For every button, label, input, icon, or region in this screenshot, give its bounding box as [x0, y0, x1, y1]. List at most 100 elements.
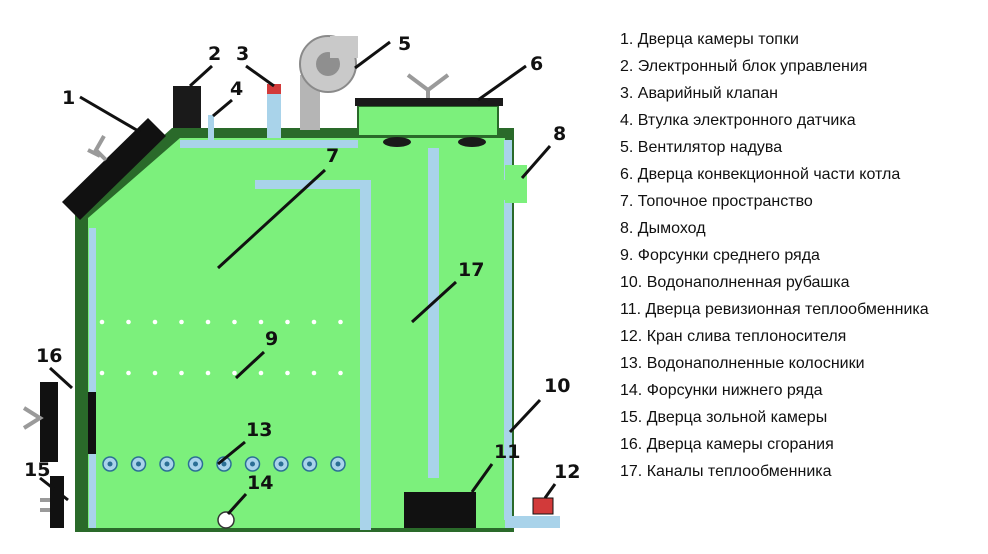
combustion-door-handle-icon [22, 406, 44, 430]
nozzle [99, 319, 105, 325]
nozzle [126, 370, 131, 376]
legend-item: 1. Дверца камеры топки [620, 31, 799, 48]
legend-item: 6. Дверца конвекционной части котла [620, 166, 901, 183]
smoke-port-left [383, 137, 411, 147]
smoke-port-right [458, 137, 486, 147]
combustion-door [40, 382, 58, 462]
grate-core [193, 461, 198, 467]
ash-door [50, 476, 64, 528]
legend-item: 3. Аварийный клапан [620, 85, 778, 102]
nozzle [232, 370, 237, 376]
chimney [505, 165, 527, 203]
callout-10: 10 [544, 375, 570, 397]
legend-item: 8. Дымоход [620, 220, 706, 237]
convection-top-box [357, 105, 499, 137]
callout-7: 7 [326, 145, 339, 167]
nozzle [232, 319, 237, 325]
callout-8: 8 [553, 123, 566, 145]
grate-core [164, 461, 170, 467]
middle-nozzles-row-2 [99, 370, 343, 376]
callout-16: 16 [36, 345, 62, 367]
grate-core [335, 461, 341, 467]
convection-door [355, 98, 503, 106]
legend-item: 7. Топочное пространство [620, 193, 813, 210]
revision-door [404, 492, 476, 528]
leader-line [508, 398, 542, 434]
leader-line [354, 40, 391, 70]
left-heat-exchanger-channel [360, 180, 371, 530]
nozzle [205, 370, 211, 376]
grate-core [107, 461, 113, 467]
leader-line [39, 476, 69, 502]
legend-item: 17. Каналы теплообменника [620, 463, 832, 480]
callout-17: 17 [458, 259, 484, 281]
leader-line [217, 440, 246, 466]
legend-item: 12. Кран слива теплоносителя [620, 328, 847, 345]
nozzle [99, 370, 105, 376]
grate-core [221, 461, 227, 467]
grate-core [307, 461, 312, 467]
sensor-sleeve [208, 115, 214, 143]
ash-door-handle-icon [40, 498, 50, 512]
callout-11: 11 [494, 441, 520, 463]
leader-line [48, 366, 74, 390]
nozzle [285, 319, 290, 325]
safety-valve-cap [267, 84, 281, 94]
right-upper-water-channel [504, 140, 512, 180]
nozzle [285, 370, 290, 376]
control-unit [173, 86, 201, 128]
lower-nozzle [217, 511, 235, 529]
callout-12: 12 [554, 461, 580, 483]
leader-line [226, 492, 248, 516]
water-grates [102, 456, 346, 472]
leader-line [79, 95, 141, 134]
right-water-channel [504, 200, 512, 520]
leader-line [234, 350, 266, 380]
nozzle [179, 319, 184, 325]
furnace-door [62, 118, 166, 220]
callout-13: 13 [246, 419, 272, 441]
boiler-diagram: 1 2 3 4 5 6 7 8 9 10 11 12 13 14 15 16 1… [22, 33, 580, 532]
left-water-channel [89, 228, 96, 528]
grate-core [250, 461, 255, 467]
callout-4: 4 [230, 78, 243, 100]
legend-list: 1. Дверца камеры топки 2. Электронный бл… [620, 26, 929, 485]
nozzle [179, 370, 184, 376]
leader-line [216, 168, 327, 270]
legend-item: 15. Дверца зольной камеры [620, 409, 828, 426]
nozzle [258, 319, 264, 325]
legend-item: 9. Форсунки среднего ряда [620, 247, 820, 264]
leader-line [520, 145, 552, 179]
nozzle [152, 370, 158, 376]
grate-core [278, 461, 284, 467]
callout-2: 2 [208, 43, 221, 65]
grate-core [136, 461, 141, 467]
leader-line [477, 64, 527, 102]
callout-1: 1 [62, 87, 75, 109]
leader-line [543, 483, 557, 499]
nozzle [338, 319, 343, 325]
legend-item: 16. Дверца камеры сгорания [620, 436, 834, 453]
top-water-channel [180, 140, 358, 148]
callout-6: 6 [530, 53, 543, 75]
legend-item: 2. Электронный блок управления [620, 58, 868, 75]
legend-item: 5. Вентилятор надува [620, 139, 783, 156]
callout-14: 14 [247, 472, 273, 494]
legend-item: 4. Втулка электронного датчика [620, 112, 856, 129]
middle-heat-exchanger-channel [428, 148, 439, 478]
callout-9: 9 [265, 328, 278, 350]
door-handle-icon [406, 73, 450, 98]
leader-line [188, 64, 214, 88]
safety-valve-pipe [267, 88, 281, 138]
leader-lines [39, 40, 557, 516]
callout-15: 15 [24, 459, 50, 481]
drain-valve [532, 497, 554, 515]
middle-nozzles-row-1 [99, 319, 343, 325]
combustion-door-window [88, 392, 96, 454]
leader-line [470, 463, 494, 493]
boiler-body [88, 138, 505, 528]
leader-line [212, 98, 233, 118]
legend-item: 10. Водонаполненная рубашка [620, 274, 850, 291]
leader-line [245, 64, 275, 88]
leader-line [410, 280, 458, 324]
